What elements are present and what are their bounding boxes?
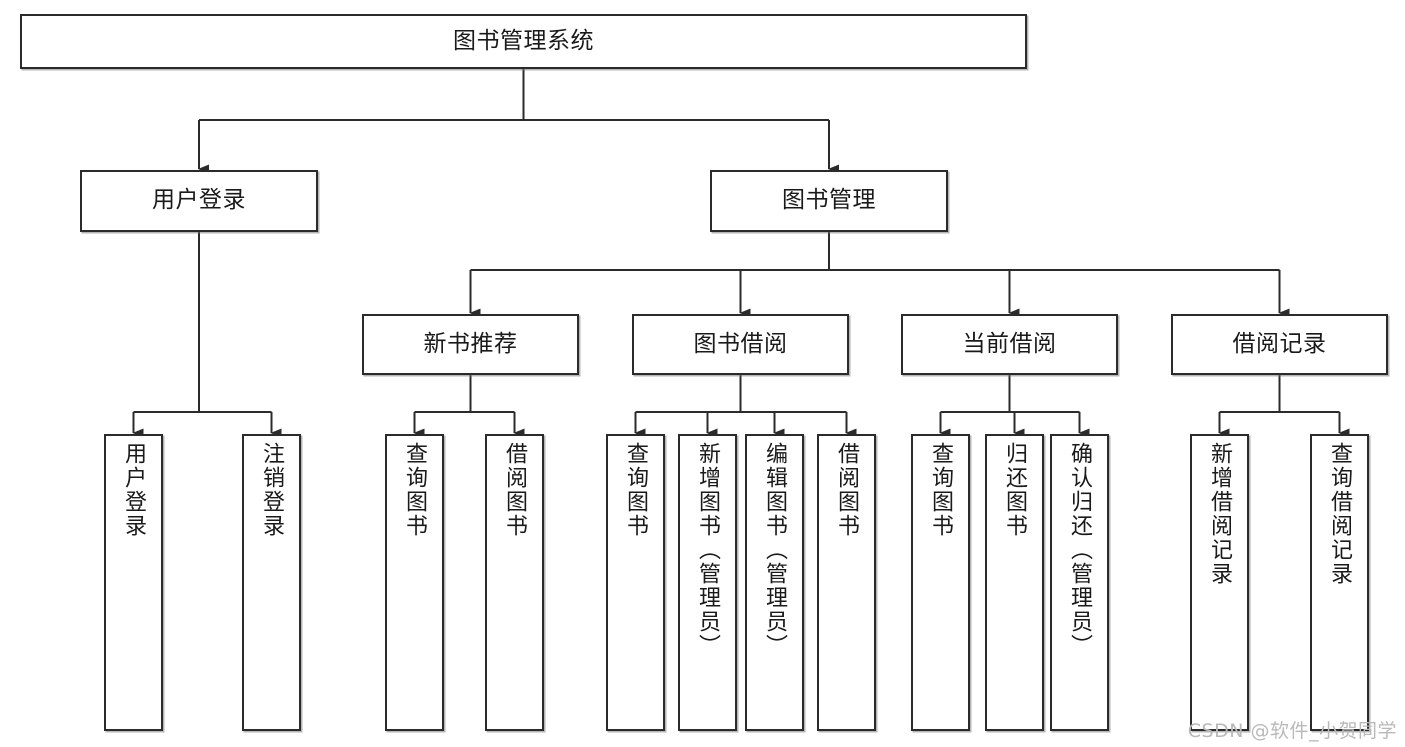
node-current-borrow[interactable]: 当前借阅 xyxy=(901,314,1118,375)
node-leaf-confirm-return-label: 确认归还（管理员） xyxy=(1067,442,1093,658)
node-leaf-add-record-label: 新增借阅记录 xyxy=(1207,442,1233,586)
node-leaf-edit-book-label: 编辑图书（管理员） xyxy=(762,442,788,658)
node-leaf-query-book-1-label: 查询图书 xyxy=(402,442,428,538)
node-leaf-logout-label: 注销登录 xyxy=(259,442,285,538)
node-current-borrow-label: 当前借阅 xyxy=(962,330,1057,357)
watermark: CSDN @软件_小贺同学 xyxy=(1187,720,1397,742)
node-leaf-query-book-2[interactable]: 查询图书 xyxy=(606,434,665,731)
node-leaf-return-book-label: 归还图书 xyxy=(1002,442,1028,538)
node-leaf-borrow-book-1[interactable]: 借阅图书 xyxy=(485,434,544,731)
node-leaf-query-book-2-label: 查询图书 xyxy=(623,442,649,538)
node-leaf-add-book[interactable]: 新增图书（管理员） xyxy=(678,434,737,731)
node-leaf-query-book-3-label: 查询图书 xyxy=(928,442,954,538)
node-new-book-recommend-label: 新书推荐 xyxy=(423,330,518,357)
node-root[interactable]: 图书管理系统 xyxy=(20,14,1027,69)
node-leaf-borrow-book-2[interactable]: 借阅图书 xyxy=(817,434,876,731)
node-user-login[interactable]: 用户登录 xyxy=(80,170,318,232)
node-leaf-confirm-return[interactable]: 确认归还（管理员） xyxy=(1050,434,1109,731)
node-leaf-add-book-label: 新增图书（管理员） xyxy=(695,442,721,658)
node-leaf-borrow-book-1-label: 借阅图书 xyxy=(502,442,528,538)
node-leaf-user-login[interactable]: 用户登录 xyxy=(104,434,163,731)
node-leaf-query-book-1[interactable]: 查询图书 xyxy=(385,434,444,731)
node-leaf-query-record-label: 查询借阅记录 xyxy=(1327,442,1353,586)
node-new-book-recommend[interactable]: 新书推荐 xyxy=(362,314,579,375)
node-book-borrow[interactable]: 图书借阅 xyxy=(632,314,849,375)
connector-group xyxy=(132,69,1350,438)
node-leaf-edit-book[interactable]: 编辑图书（管理员） xyxy=(745,434,804,731)
node-book-manage[interactable]: 图书管理 xyxy=(710,170,948,232)
node-leaf-user-login-label: 用户登录 xyxy=(121,442,147,538)
node-leaf-borrow-book-2-label: 借阅图书 xyxy=(834,442,860,538)
node-leaf-query-book-3[interactable]: 查询图书 xyxy=(911,434,970,731)
node-leaf-logout[interactable]: 注销登录 xyxy=(242,434,301,731)
node-book-borrow-label: 图书借阅 xyxy=(693,330,788,357)
node-borrow-record-label: 借阅记录 xyxy=(1232,330,1327,357)
node-root-label: 图书管理系统 xyxy=(453,27,594,54)
node-book-manage-label: 图书管理 xyxy=(782,187,876,214)
node-leaf-add-record[interactable]: 新增借阅记录 xyxy=(1190,434,1249,731)
node-leaf-query-record[interactable]: 查询借阅记录 xyxy=(1310,434,1369,731)
node-leaf-return-book[interactable]: 归还图书 xyxy=(985,434,1044,731)
node-user-login-label: 用户登录 xyxy=(152,187,246,214)
node-borrow-record[interactable]: 借阅记录 xyxy=(1171,314,1388,375)
